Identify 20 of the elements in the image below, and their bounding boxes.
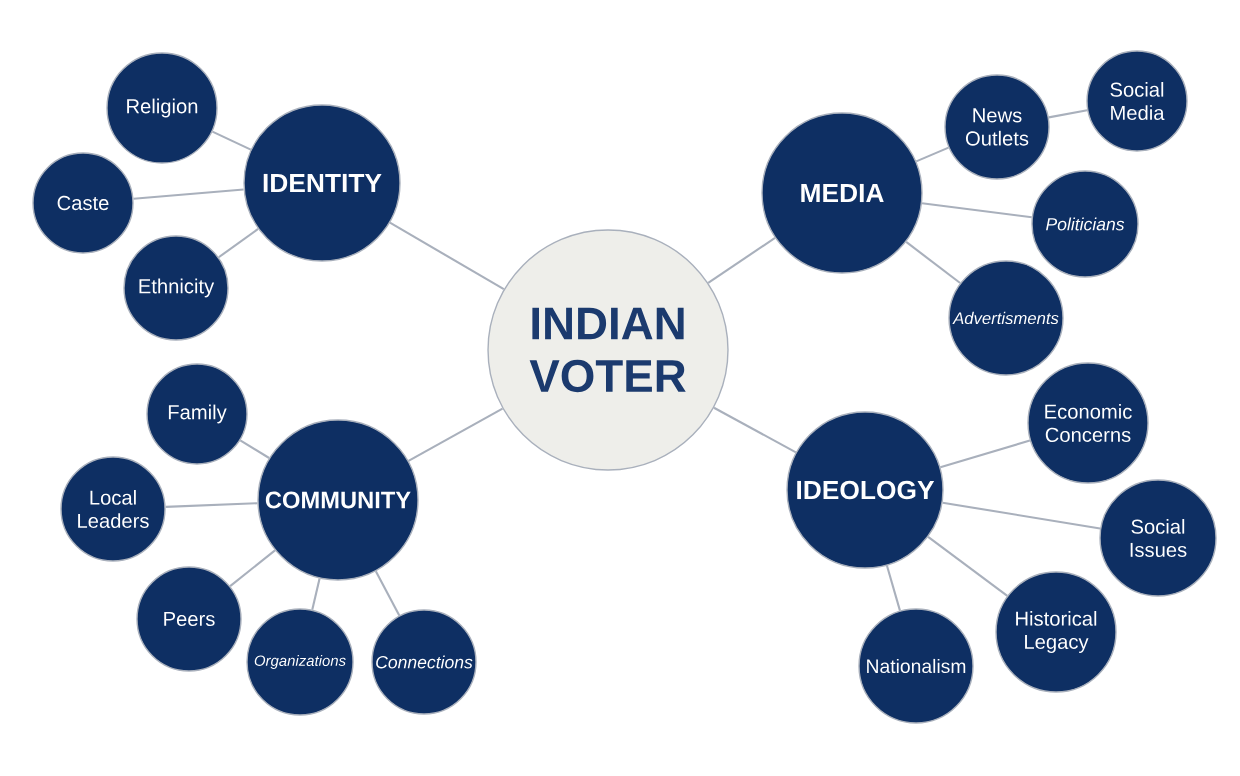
connector-line [905, 241, 961, 284]
connector-line [408, 407, 504, 462]
connector-line [1048, 109, 1088, 119]
connector-line [212, 130, 252, 151]
connector-line [942, 501, 1101, 530]
connector-line [311, 578, 321, 610]
connector-line [915, 146, 949, 163]
connector-line [927, 536, 1008, 597]
connector-line [713, 406, 797, 454]
connector-line [707, 237, 776, 284]
connector-line [229, 549, 276, 587]
connector-line [940, 439, 1031, 469]
connector-line [921, 202, 1032, 219]
connector-line [374, 570, 401, 616]
connector-line [133, 188, 244, 200]
connector-line [389, 221, 505, 291]
connector-line [885, 565, 901, 611]
connector-line [239, 439, 270, 459]
connector-line [218, 228, 259, 259]
connector-line [165, 502, 258, 508]
